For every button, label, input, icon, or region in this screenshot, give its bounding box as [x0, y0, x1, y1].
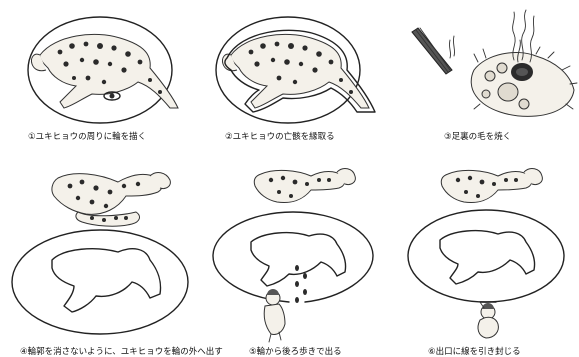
step-3-caption: ③足裏の毛を焼く [444, 132, 512, 142]
step-4-illustration [11, 172, 189, 335]
step-1-panel: ①ユキヒョウの周りに輪を描く [0, 0, 193, 150]
backward-footprints [295, 265, 307, 303]
snow-leopard-body [222, 33, 370, 109]
step-1-illustration [27, 16, 179, 124]
drawn-circle [11, 229, 189, 335]
step-4-panel: ④輪郭を消さないように、ユキヒョウを輪の外へ出す [0, 152, 223, 357]
eye-mark [103, 91, 121, 101]
snow-leopard-outside [253, 168, 356, 203]
step-2-panel: ②ユキヒョウの亡骸を縁取る [193, 0, 386, 150]
paw-pad [497, 82, 519, 102]
step-6-panel: ⑥出口に線を引き封じる [386, 152, 579, 357]
kneeling-person [477, 301, 499, 339]
step-2-caption: ②ユキヒョウの亡骸を縁取る [225, 132, 335, 142]
burning-torch [411, 27, 456, 75]
drawn-circle [27, 16, 173, 124]
snow-leopard-body [31, 33, 179, 109]
step-1-caption: ①ユキヒョウの周りに輪を描く [28, 132, 147, 142]
step-2-illustration [215, 16, 376, 124]
snow-leopard-outside [440, 168, 543, 203]
step-5-panel: ⑤輪から後ろ歩きで出る [193, 152, 386, 357]
step-3-illustration [411, 9, 578, 117]
sealed-circle [407, 209, 565, 303]
step-3-panel: ③足裏の毛を焼く [386, 0, 579, 150]
person-walking-backward [263, 289, 286, 343]
drawn-circle [215, 16, 361, 124]
paw-fur [470, 46, 578, 117]
step-6-caption: ⑥出口に線を引き封じる [428, 347, 521, 357]
leopard-outline [51, 248, 162, 313]
step-6-illustration [407, 168, 565, 339]
leopard-outline [250, 231, 347, 287]
drawn-circle-open [212, 211, 374, 303]
step-5-caption: ⑤輪から後ろ歩きで出る [249, 347, 342, 357]
step-5-illustration [212, 168, 374, 343]
snow-leopard-outside [51, 172, 171, 227]
step-4-caption: ④輪郭を消さないように、ユキヒョウを輪の外へ出す [20, 347, 223, 357]
smoke [512, 9, 535, 63]
leopard-outline [439, 229, 536, 285]
